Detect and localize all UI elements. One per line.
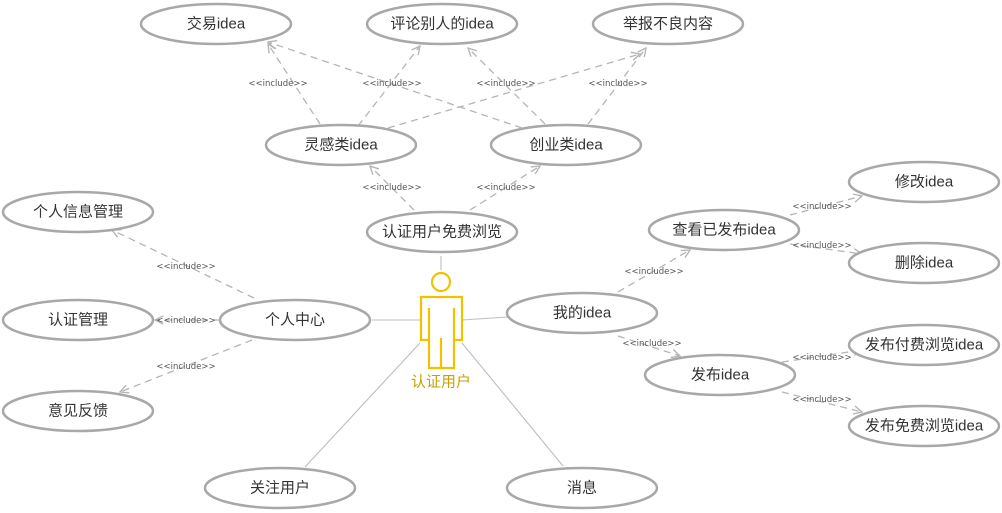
use-case-comment-idea[interactable]: 评论别人的idea bbox=[365, 2, 519, 46]
include-label: <<include>> bbox=[476, 79, 535, 89]
actor-figure-icon bbox=[419, 271, 464, 370]
use-case-label: 举报不良内容 bbox=[623, 16, 713, 33]
use-case-trade-idea[interactable]: 交易idea bbox=[139, 2, 293, 46]
use-case-inspiration-idea[interactable]: 灵感类idea bbox=[264, 123, 418, 167]
include-arrow-startup-to-trade bbox=[268, 42, 523, 129]
use-case-publish-paid[interactable]: 发布付费浏览idea bbox=[847, 323, 1001, 367]
use-case-label: 我的idea bbox=[553, 305, 612, 322]
include-arrow-startup-to-comment bbox=[468, 48, 546, 125]
use-case-delete-idea[interactable]: 删除idea bbox=[847, 241, 1001, 285]
use-case-startup-idea[interactable]: 创业类idea bbox=[489, 123, 643, 167]
include-arrow-inspiration-to-trade bbox=[268, 44, 321, 125]
include-arrow-browse-to-startup bbox=[469, 166, 540, 211]
include-arrow-myidea-to-publish bbox=[617, 335, 680, 356]
use-case-feedback[interactable]: 意见反馈 bbox=[1, 389, 155, 433]
use-case-label: 交易idea bbox=[187, 15, 246, 33]
use-case-label: 评论别人的idea bbox=[390, 16, 494, 33]
use-case-label: 认证管理 bbox=[48, 312, 108, 329]
use-case-label: 查看已发布idea bbox=[672, 222, 776, 239]
use-case-label: 个人信息管理 bbox=[33, 204, 123, 221]
use-case-my-idea[interactable]: 我的idea bbox=[505, 291, 659, 335]
use-case-label: 个人中心 bbox=[265, 312, 325, 329]
include-label: <<include>> bbox=[476, 183, 535, 193]
association-lines bbox=[304, 256, 564, 468]
include-arrow-center-to-info bbox=[112, 230, 255, 299]
association-actor-follow bbox=[304, 342, 421, 468]
use-case-label: 删除idea bbox=[895, 255, 954, 272]
include-arrow-myidea-to-view bbox=[617, 250, 690, 293]
include-label: <<include>> bbox=[362, 183, 421, 193]
use-case-verification[interactable]: 认证管理 bbox=[1, 298, 155, 342]
include-arrow-startup-to-report bbox=[587, 48, 646, 125]
include-arrow-publish-to-free bbox=[781, 391, 862, 412]
use-case-free-browse[interactable]: 认证用户免费浏览 bbox=[365, 210, 519, 254]
use-case-personal-info[interactable]: 个人信息管理 bbox=[1, 190, 155, 234]
include-arrow-browse-to-inspiration bbox=[370, 166, 415, 211]
include-label: <<include>> bbox=[248, 79, 307, 89]
include-arrow-publish-to-paid bbox=[781, 350, 862, 363]
use-case-messages[interactable]: 消息 bbox=[505, 466, 659, 510]
include-arrow-view-to-delete bbox=[789, 243, 862, 254]
use-case-report-content[interactable]: 举报不良内容 bbox=[591, 2, 745, 46]
use-case-label: 消息 bbox=[567, 480, 597, 497]
include-label: <<include>> bbox=[622, 339, 681, 349]
use-case-label: 发布免费浏览idea bbox=[865, 418, 984, 435]
include-label: <<include>> bbox=[588, 79, 647, 89]
use-case-publish-free[interactable]: 发布免费浏览idea bbox=[847, 404, 1001, 448]
include-arrow-inspiration-to-report bbox=[387, 54, 640, 129]
use-case-view-published[interactable]: 查看已发布idea bbox=[647, 208, 801, 252]
use-case-label: 创业类idea bbox=[529, 137, 603, 154]
use-case-label: 关注用户 bbox=[250, 480, 310, 497]
include-label: <<include>> bbox=[156, 316, 215, 326]
use-case-label: 认证用户免费浏览 bbox=[382, 224, 502, 241]
association-actor-myidea bbox=[461, 316, 509, 321]
use-case-label: 发布idea bbox=[691, 367, 750, 384]
include-label: <<include>> bbox=[156, 262, 215, 272]
include-arrow-view-to-edit bbox=[789, 196, 862, 216]
use-case-label: 意见反馈 bbox=[48, 402, 108, 420]
include-labels: <<include>> <<include>> <<include>> <<in… bbox=[156, 79, 851, 405]
use-case-personal-center[interactable]: 个人中心 bbox=[218, 298, 372, 342]
include-label: <<include>> bbox=[156, 362, 215, 372]
include-label: <<include>> bbox=[362, 79, 421, 89]
association-actor-messages bbox=[461, 342, 564, 467]
include-label: <<include>> bbox=[792, 241, 851, 251]
actor-label: 认证用户 bbox=[411, 374, 471, 391]
use-case-follow-users[interactable]: 关注用户 bbox=[203, 466, 357, 510]
actor-authenticated-user[interactable]: 认证用户 bbox=[411, 271, 471, 391]
use-case-publish-idea[interactable]: 发布idea bbox=[643, 353, 797, 397]
use-case-edit-idea[interactable]: 修改idea bbox=[847, 160, 1001, 204]
include-label: <<include>> bbox=[792, 202, 851, 212]
include-relationships bbox=[112, 42, 862, 412]
include-label: <<include>> bbox=[792, 395, 851, 405]
use-case-label: 灵感类idea bbox=[304, 137, 378, 154]
include-label: <<include>> bbox=[624, 267, 683, 277]
use-case-label: 修改idea bbox=[895, 174, 954, 191]
use-case-label: 发布付费浏览idea bbox=[865, 337, 984, 354]
include-arrow-inspiration-to-comment bbox=[357, 46, 420, 127]
include-label: <<include>> bbox=[792, 353, 851, 363]
